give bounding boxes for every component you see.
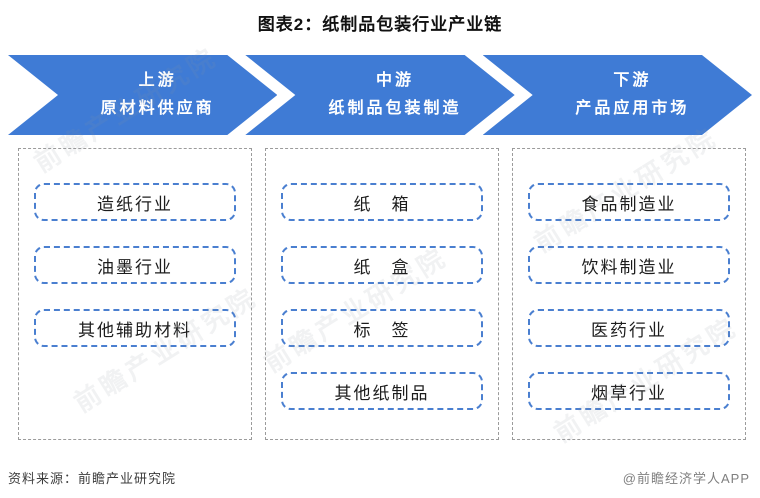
arrow-upstream: 上游 原材料供应商 bbox=[8, 55, 277, 135]
upstream-item-other-materials: 其他辅助材料 bbox=[34, 309, 236, 347]
arrow-downstream-stage: 下游 bbox=[613, 72, 652, 89]
arrow-midstream-subtitle: 纸制品包装制造 bbox=[328, 100, 462, 117]
brand-note: @前瞻经济学人APP bbox=[622, 471, 750, 486]
downstream-item-tobacco: 烟草行业 bbox=[528, 372, 730, 410]
downstream-item-food: 食品制造业 bbox=[528, 183, 730, 221]
arrow-downstream-subtitle: 产品应用市场 bbox=[575, 100, 690, 117]
stage-columns: 造纸行业 油墨行业 其他辅助材料 纸 箱 纸 盒 标 签 其他纸制品 食品制造业… bbox=[18, 148, 746, 440]
arrow-midstream-stage: 中游 bbox=[375, 72, 414, 89]
downstream-item-beverage: 饮料制造业 bbox=[528, 246, 730, 284]
upstream-item-ink: 油墨行业 bbox=[34, 246, 236, 284]
midstream-container: 纸 箱 纸 盒 标 签 其他纸制品 bbox=[265, 148, 499, 440]
midstream-item-other-paper-products: 其他纸制品 bbox=[281, 372, 483, 410]
midstream-item-label: 标 签 bbox=[281, 309, 483, 347]
downstream-container: 食品制造业 饮料制造业 医药行业 烟草行业 bbox=[512, 148, 746, 440]
industry-chain-arrows: 上游 原材料供应商 中游 纸制品包装制造 下游 产品应用市场 bbox=[8, 55, 752, 135]
downstream-item-pharma: 医药行业 bbox=[528, 309, 730, 347]
source-note: 资料来源：前瞻产业研究院 bbox=[8, 471, 177, 486]
midstream-item-paperbox: 纸 盒 bbox=[281, 246, 483, 284]
upstream-item-papermaking: 造纸行业 bbox=[34, 183, 236, 221]
page-title: 图表2：纸制品包装行业产业链 bbox=[257, 15, 503, 34]
arrow-upstream-subtitle: 原材料供应商 bbox=[100, 100, 215, 117]
arrow-midstream: 中游 纸制品包装制造 bbox=[245, 55, 514, 135]
midstream-item-carton: 纸 箱 bbox=[281, 183, 483, 221]
arrow-upstream-stage: 上游 bbox=[138, 72, 177, 89]
arrow-downstream: 下游 产品应用市场 bbox=[483, 55, 752, 135]
upstream-container: 造纸行业 油墨行业 其他辅助材料 bbox=[18, 148, 252, 440]
